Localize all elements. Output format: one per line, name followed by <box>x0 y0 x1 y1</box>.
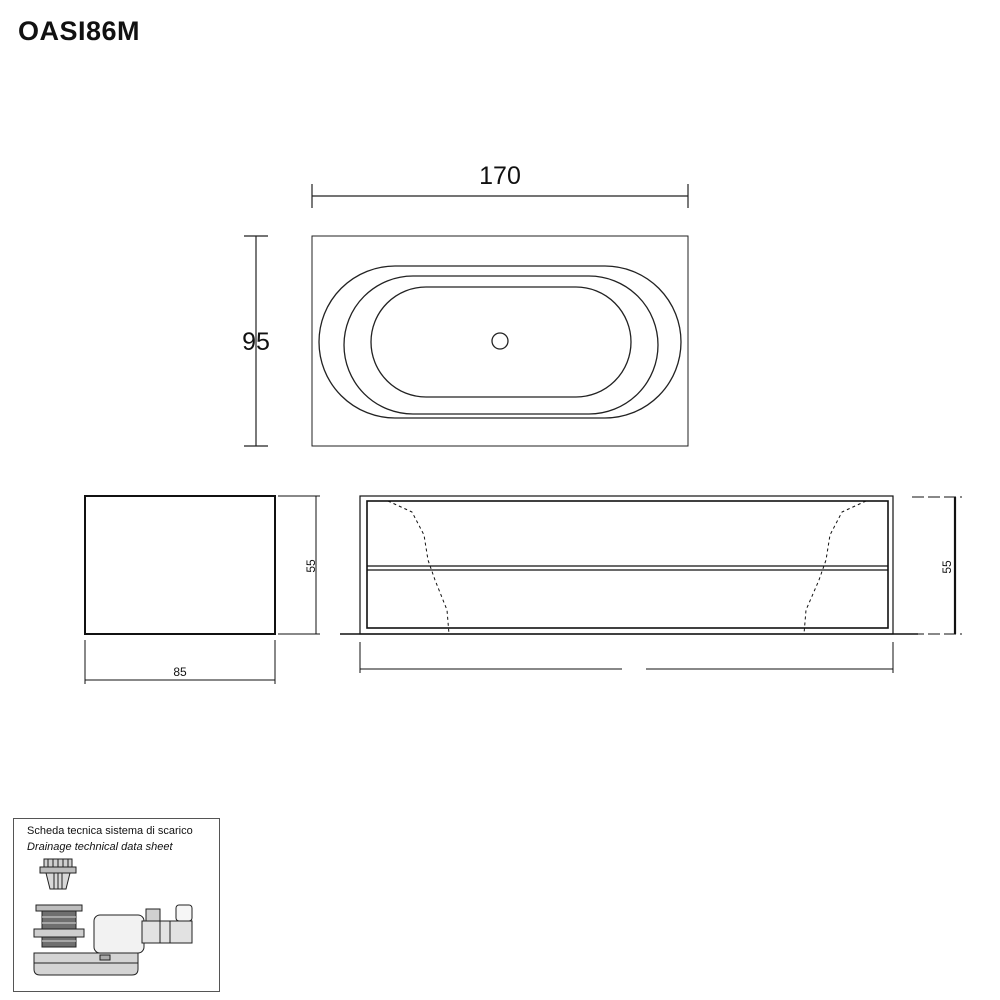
side-height-dimension-line <box>278 495 320 635</box>
hidden-basin-left <box>387 500 450 635</box>
drainage-title-italian: Scheda tecnica sistema di scarico <box>27 825 193 837</box>
side-width-label: 85 <box>173 665 187 679</box>
tub-basin <box>370 286 632 398</box>
front-outer-panel <box>359 495 894 635</box>
drain-hole <box>491 332 509 350</box>
front-length-dimension-line <box>359 642 894 673</box>
width-dimension-line <box>244 235 268 447</box>
model-title: OASI86M <box>18 16 141 46</box>
hidden-basin-right <box>803 500 867 635</box>
front-height-label: 55 <box>940 560 954 574</box>
length-label: 170 <box>479 162 521 190</box>
tub-inner-rim <box>343 275 659 415</box>
width-label: 95 <box>242 328 270 356</box>
side-height-label: 55 <box>304 559 318 573</box>
side-view <box>84 495 320 684</box>
top-view <box>244 184 689 447</box>
side-view-block <box>84 495 276 635</box>
length-dimension-line <box>311 184 689 208</box>
drainage-data-card[interactable]: Scheda tecnica sistema di scarico Draina… <box>13 818 220 992</box>
side-width-dimension-line <box>84 640 276 684</box>
front-height-dimension-line <box>912 496 962 635</box>
tub-outer-rim <box>318 265 682 419</box>
front-inner-panel <box>366 500 889 629</box>
front-view <box>340 495 962 673</box>
drainage-title-english: Drainage technical data sheet <box>27 841 173 853</box>
top-view-outline <box>311 235 689 447</box>
drain-assembly-icon <box>33 858 193 976</box>
